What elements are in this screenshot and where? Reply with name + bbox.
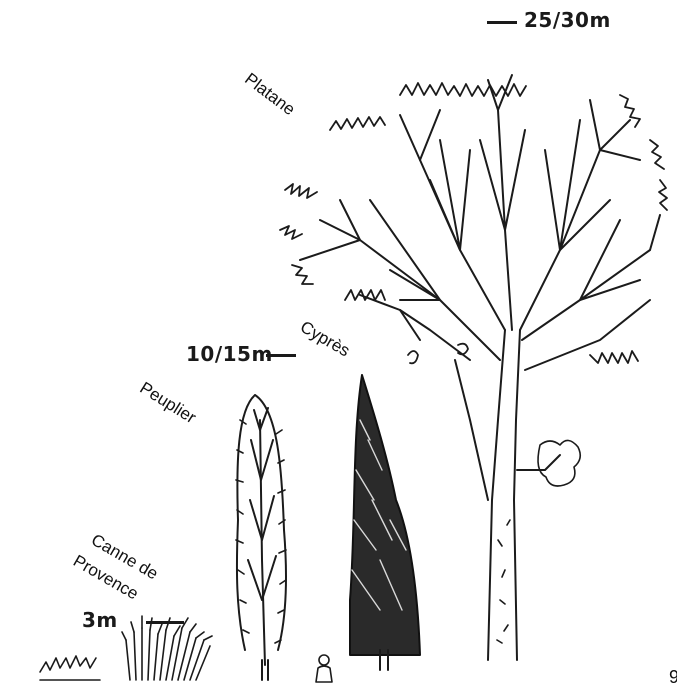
height-label-10-15m: 10/15m [186,344,273,364]
height-bar-25-30m [487,21,517,24]
height-bar-3m [146,621,184,624]
platane-tree-drawing [280,75,667,660]
page-number: 9 [669,668,677,686]
peuplier-tree-drawing [236,395,286,680]
height-label-3m: 3m [82,610,118,630]
human-figure-drawing [316,655,332,682]
canne-de-provence-drawing [40,616,212,680]
cypres-tree-drawing [350,375,420,670]
height-label-25-30m: 25/30m [524,10,611,30]
height-bar-10-15m [266,354,296,357]
